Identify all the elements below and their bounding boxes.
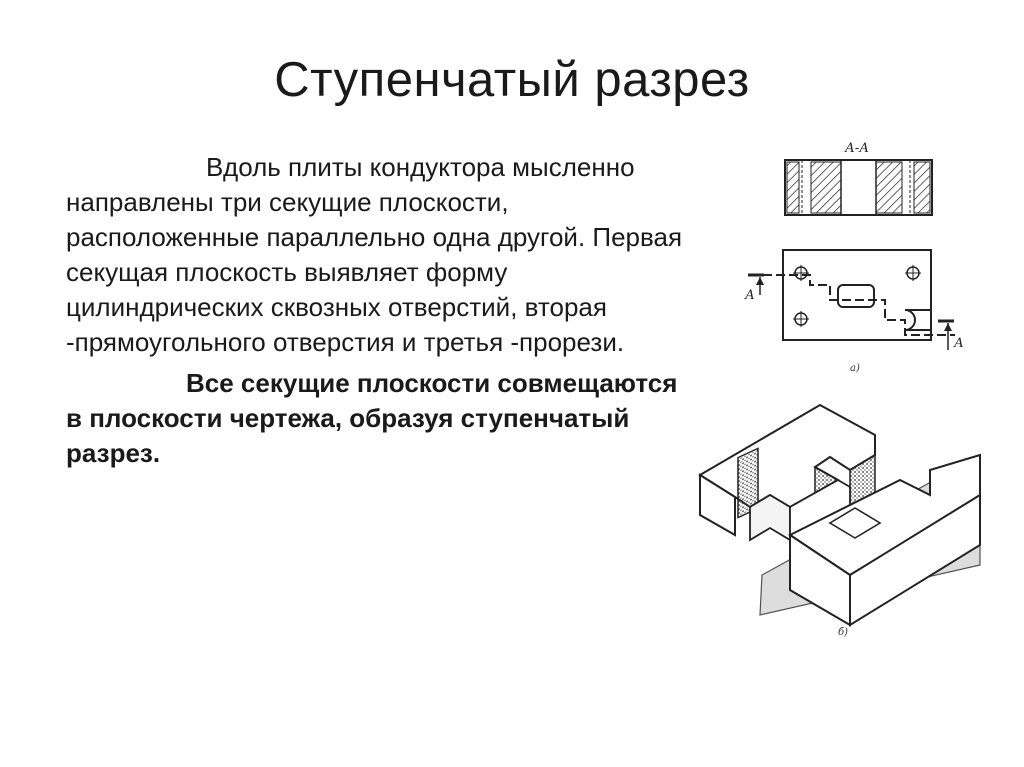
section-label: А-А xyxy=(844,141,869,156)
cut-label-left: А xyxy=(744,288,755,303)
slide-title: Ступенчатый разрез xyxy=(274,53,750,107)
paragraph-conclusion-text: Все секущие плоскости совмещаются в плос… xyxy=(66,368,678,468)
paragraph-description: Вдоль плиты кондуктора мысленно направле… xyxy=(66,150,696,360)
technical-drawing: А-А xyxy=(690,135,995,645)
caption-b: б) xyxy=(838,627,848,638)
caption-a: а) xyxy=(850,363,860,374)
drawing-svg: А-А xyxy=(698,141,981,638)
text-block: Вдоль плиты кондуктора мысленно направле… xyxy=(66,150,696,471)
paragraph-conclusion: Все секущие плоскости совмещаются в плос… xyxy=(66,366,696,471)
section-view-aa: А-А xyxy=(784,141,933,216)
paragraph-description-text: Вдоль плиты кондуктора мысленно направле… xyxy=(66,152,683,357)
isometric-view: А б) xyxy=(698,403,981,638)
plan-view: А А а) xyxy=(744,249,964,374)
cut-label-right: А xyxy=(953,336,964,351)
